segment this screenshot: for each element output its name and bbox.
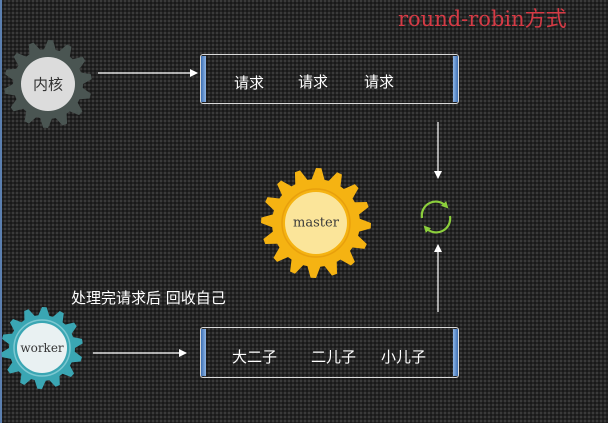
diagram-title: round-robin方式 <box>398 7 567 31</box>
kernel-gear-icon <box>4 40 92 128</box>
kernel-label: 内核 <box>32 75 64 94</box>
worker-gear-icon <box>1 307 83 389</box>
worker-pool-box: 大二子 二儿子 小儿子 <box>200 327 459 378</box>
master-gear-icon <box>261 168 371 278</box>
cycle-arrows-icon <box>420 200 452 234</box>
worker-child-item: 大二子 <box>232 348 278 366</box>
recycle-caption: 处理完请求后 回收自己 <box>71 289 226 307</box>
master-label: master <box>293 215 339 231</box>
request-item: 请求 <box>234 74 265 92</box>
request-item: 请求 <box>364 73 395 91</box>
worker-child-item: 二儿子 <box>311 348 357 366</box>
worker-label: worker <box>20 341 64 355</box>
request-queue-box: 请求 请求 请求 <box>200 54 459 104</box>
request-item: 请求 <box>298 73 329 91</box>
left-edge-line <box>0 0 2 423</box>
worker-child-item: 小儿子 <box>381 348 427 366</box>
